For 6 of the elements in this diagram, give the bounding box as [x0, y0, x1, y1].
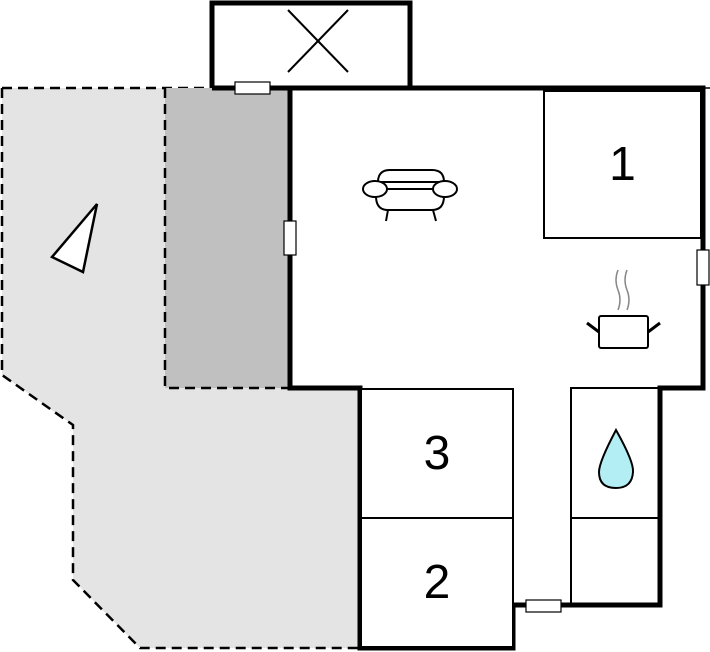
room	[543, 90, 702, 239]
room-number: 3	[424, 430, 450, 478]
room	[360, 517, 514, 648]
room	[360, 388, 514, 519]
room-number: 1	[609, 140, 636, 188]
room-number: 2	[424, 558, 450, 606]
